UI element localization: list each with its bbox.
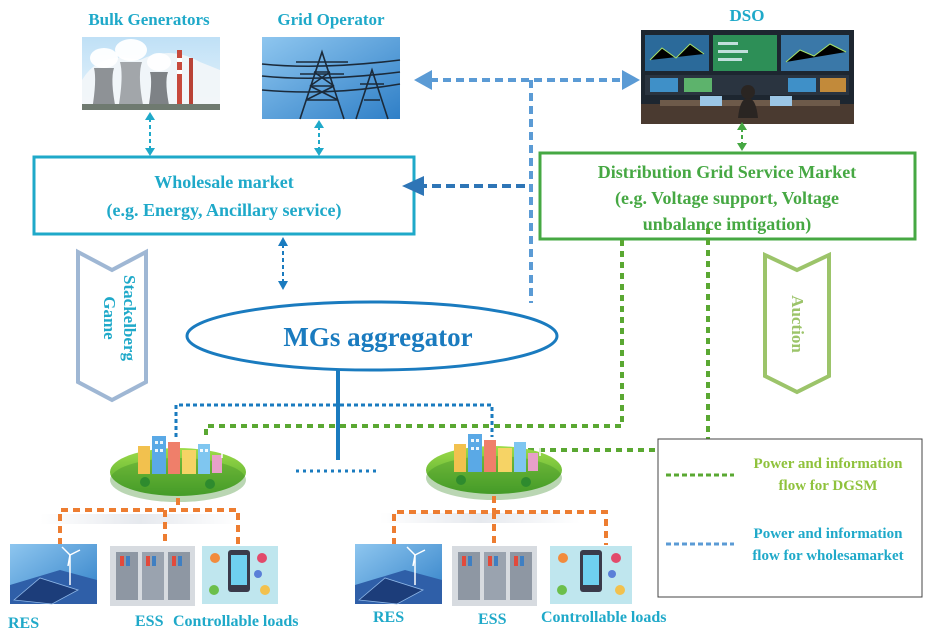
dso-control-room-image: [641, 30, 854, 124]
microgrid-right: [426, 429, 562, 500]
wholesale-flow-arrowhead-right: [622, 70, 640, 90]
dgsm-examples-2: unbalance imtigation): [643, 214, 812, 235]
loads-image-right: [550, 546, 632, 604]
legend-wholesale-text-2: flow for wholesamarket: [752, 548, 903, 564]
generator-market-arrow: [145, 112, 155, 156]
bulk-generators-title: Bulk Generators: [88, 10, 210, 29]
res-label-left: RES: [8, 615, 39, 632]
res-image-right: [355, 544, 442, 605]
plate-left: [40, 514, 240, 524]
auction-arrow: Auction: [763, 251, 831, 395]
loads-label-left: Controllable loads: [173, 613, 299, 630]
wholesale-flow-lines: [430, 78, 625, 303]
dgsm-box: Distribution Grid Service Market (e.g. V…: [538, 151, 917, 241]
ess-image-right: [452, 546, 537, 606]
aggregator-to-microgrids: [174, 370, 494, 473]
stackelberg-label-2: Game: [100, 296, 119, 340]
local-flow-right: [392, 496, 608, 545]
wholesale-market-box: Wholesale market (e.g. Energy, Ancillary…: [32, 155, 416, 236]
ess-label-right: ESS: [478, 611, 507, 628]
loads-image-left: [202, 546, 278, 604]
dso-title: DSO: [730, 6, 765, 25]
aggregator-label: MGs aggregator: [283, 322, 472, 352]
dgsm-title: Distribution Grid Service Market: [598, 162, 856, 182]
legend-dgsm-text-1: Power and information: [754, 456, 904, 472]
transmission-tower-image: [261, 37, 401, 120]
plate-right: [380, 513, 580, 523]
ess-image-left: [110, 546, 195, 606]
mgs-aggregator: MGs aggregator: [185, 300, 559, 372]
legend-box: Power and information flow for DGSM Powe…: [657, 438, 923, 598]
res-image-left: [10, 544, 97, 605]
legend-wholesale-text-1: Power and information: [754, 526, 904, 542]
grid-operator-title: Grid Operator: [277, 10, 385, 29]
res-label-right: RES: [373, 609, 404, 626]
dgsm-to-wholesale-arrow: [402, 176, 525, 196]
legend-dgsm-text-2: flow for DGSM: [779, 478, 878, 494]
wholesale-flow-arrowhead-left: [414, 70, 432, 90]
local-flow-left: [58, 498, 240, 545]
wholesale-aggregator-arrow: [278, 237, 288, 290]
auction-label: Auction: [788, 295, 807, 353]
stackelberg-label-1: Stackelberg: [120, 275, 139, 361]
loads-label-right: Controllable loads: [541, 609, 667, 626]
dgsm-examples-1: (e.g. Voltage support, Voltage: [615, 188, 839, 209]
ess-label-left: ESS: [135, 613, 164, 630]
operator-market-arrow: [314, 120, 324, 156]
microgrid-left: [110, 431, 246, 502]
wholesale-market-examples: (e.g. Energy, Ancillary service): [107, 200, 342, 221]
power-plant-image: [82, 37, 220, 110]
stackelberg-arrow: Stackelberg Game: [76, 248, 148, 403]
dso-dgsm-arrow: [737, 122, 747, 151]
wholesale-market-title: Wholesale market: [154, 172, 293, 192]
